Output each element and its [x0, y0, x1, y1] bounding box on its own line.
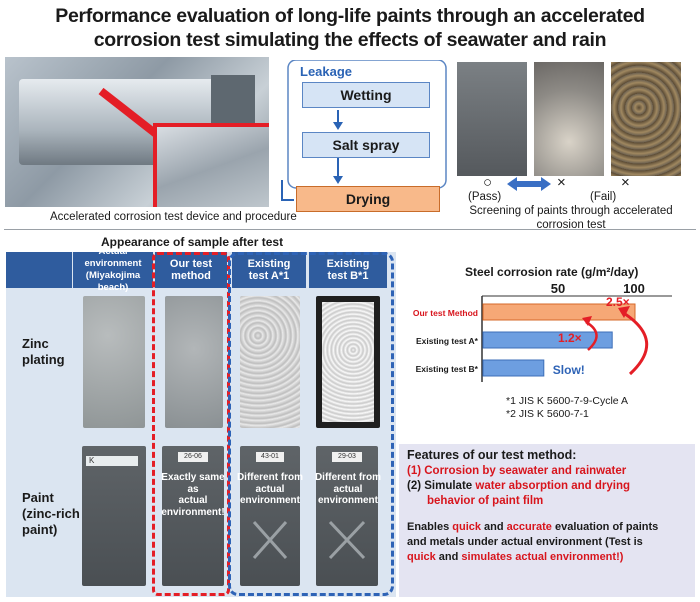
label-tag-actual: K — [86, 456, 138, 466]
overlay-test-b: Different from actual environment — [314, 472, 382, 506]
footnote-1: *1 JIS K 5600-7-9-Cycle A — [506, 395, 628, 407]
feature-1: (1) Corrosion by seawater and rainwater — [407, 465, 627, 477]
leakage-frame — [287, 60, 447, 189]
label-tag-a: 43-01 — [256, 452, 284, 462]
title-line-2: corrosion test simulating the effects of… — [93, 29, 607, 51]
arrowhead-1 — [333, 122, 343, 130]
overlay-test-a: Different from actual environment — [236, 472, 304, 506]
title-line-1: Performance evaluation of long-life pain… — [55, 5, 645, 27]
double-arrow-icon — [507, 177, 551, 191]
page-title: Performance evaluation of long-life pain… — [0, 4, 700, 52]
bar-0 — [482, 303, 636, 321]
salt-spray-step: Salt spray — [302, 132, 430, 158]
pass-label: (Pass) — [468, 191, 502, 203]
category-label-0: Our test Method — [413, 308, 478, 318]
annotation-ratio-small: 1.2× — [558, 331, 582, 345]
curved-arrow-big — [621, 310, 648, 376]
return-arrow — [281, 180, 294, 201]
paint-ours-panel: 26-06 — [162, 446, 224, 586]
bar-2 — [482, 359, 545, 377]
leakage-label: Leakage — [300, 64, 353, 79]
drying-step: Drying — [296, 186, 440, 212]
wetting-step: Wetting — [302, 82, 430, 108]
paint-actual-panel: K — [82, 446, 146, 586]
screening-caption: Screening of paints through accelerated … — [469, 205, 673, 231]
annotation-slow: Slow! — [553, 363, 585, 377]
features-heading: Features of our test method: — [407, 448, 577, 462]
overlay-ours: Exactly same as actual environment! — [161, 472, 225, 518]
paint-test-a-panel: 43-01 — [240, 446, 300, 586]
device-caption: Accelerated corrosion test device and pr… — [50, 211, 297, 223]
enables-line-1: Enables quick and accurate evaluation of… — [407, 521, 659, 533]
test-device-photo — [5, 57, 269, 207]
zinc-test-b-panel — [316, 296, 380, 428]
enables-line-3: quick and simulates actual environment!) — [407, 551, 624, 563]
label-tag-ours: 26-06 — [178, 452, 208, 462]
row-label-zinc: Zinc plating — [22, 336, 65, 367]
fail-mark-2: × — [621, 174, 630, 191]
zinc-ours-panel — [165, 296, 223, 428]
section-divider — [4, 229, 696, 230]
features-panel: Features of our test method: (1) Corrosi… — [399, 444, 695, 597]
fail-label: (Fail) — [590, 191, 617, 203]
fail-sample-photo-2 — [611, 62, 681, 176]
existing-tests-frame — [228, 252, 394, 596]
tick-label-50: 50 — [551, 282, 565, 296]
feature-2-line-2: behavior of paint film — [427, 495, 544, 507]
chamber-interior-inset — [153, 123, 269, 207]
curved-arrow-big-head — [618, 306, 630, 318]
appearance-title: Appearance of sample after test — [101, 235, 284, 249]
curved-arrow-small-head — [582, 316, 592, 326]
zinc-actual-panel — [83, 296, 145, 428]
footnote-2: *2 JIS K 5600-7-1 — [506, 408, 589, 420]
category-label-2: Existing test B* — [416, 364, 479, 374]
fail-sample-photo-1 — [534, 62, 604, 176]
fail-mark-1: × — [557, 174, 566, 191]
feature-2: (2) Simulate water absorption and drying — [407, 480, 631, 492]
pass-sample-photo — [457, 62, 527, 176]
our-method-frame — [152, 252, 230, 596]
curved-arrow-small — [585, 320, 598, 351]
enables-line-2: and metals under actual environment (Tes… — [407, 536, 643, 548]
corner-header — [6, 252, 72, 288]
tick-label-100: 100 — [623, 282, 645, 296]
chart-title: Steel corrosion rate (g/m²/day) — [465, 265, 639, 279]
annotation-ratio-big: 2.5× — [606, 295, 630, 309]
pass-mark: ○ — [483, 174, 493, 191]
scribe-cross-marks — [252, 520, 366, 560]
zinc-test-a-panel — [240, 296, 300, 428]
paint-test-b-panel: 29-03 — [316, 446, 378, 586]
arrowhead-2 — [333, 176, 343, 184]
row-label-paint: Paint (zinc-rich paint) — [22, 490, 80, 537]
label-tag-b: 29-03 — [332, 452, 362, 462]
category-label-1: Existing test A* — [416, 336, 479, 346]
bar-1 — [482, 331, 613, 349]
header-actual: Actual environment(Miyakojima beach) — [73, 246, 153, 293]
